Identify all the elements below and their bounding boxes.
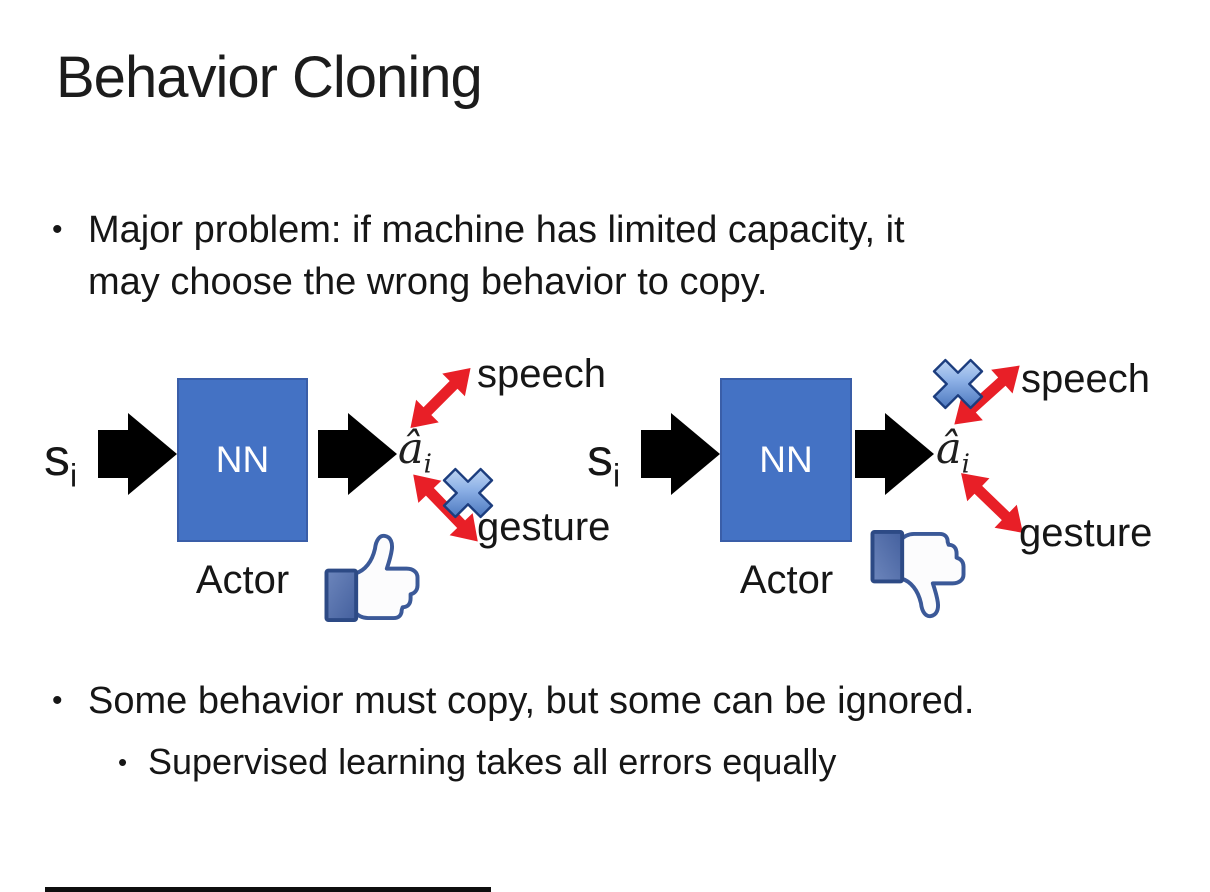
bullet-text: Major problem: if machine has limited ca… bbox=[88, 204, 905, 308]
block-arrow-icon bbox=[641, 413, 720, 495]
bullet-marker: • bbox=[52, 213, 63, 246]
block-arrow-icon bbox=[318, 413, 397, 495]
bullet-marker: • bbox=[52, 684, 63, 717]
speech-label: speech bbox=[1021, 357, 1150, 401]
double-arrow-icon bbox=[961, 473, 1023, 533]
nn-label: NN bbox=[215, 439, 270, 480]
bullet-line-1: Major problem: if machine has limited ca… bbox=[88, 209, 905, 251]
bullet-supervised-learning: • Supervised learning takes all errors e… bbox=[118, 738, 836, 786]
cross-out-icon bbox=[926, 352, 990, 416]
thumbs-up-icon bbox=[324, 533, 420, 623]
input-state-label: si bbox=[44, 429, 78, 494]
nn-box: NN bbox=[177, 378, 308, 542]
actor-label: Actor bbox=[739, 558, 834, 602]
bullet-major-problem: • Major problem: if machine has limited … bbox=[52, 204, 905, 308]
bullet-text: Some behavior must copy, but some can be… bbox=[88, 680, 975, 722]
block-arrow-icon bbox=[98, 413, 177, 495]
double-arrow-icon bbox=[954, 365, 1020, 425]
block-arrow-icon bbox=[855, 413, 934, 495]
nn-box: NN bbox=[720, 378, 852, 542]
output-action-label: âi bbox=[398, 424, 432, 480]
nn-label: NN bbox=[759, 439, 813, 480]
bottom-partial-rule bbox=[45, 887, 491, 892]
speech-label: speech bbox=[477, 352, 606, 396]
thumbs-down-icon bbox=[870, 529, 966, 619]
bullet-some-behavior: • Some behavior must copy, but some can … bbox=[52, 676, 974, 726]
actor-label: Actor bbox=[195, 558, 290, 602]
bullet-line-2: may choose the wrong behavior to copy. bbox=[88, 261, 768, 303]
input-state-label: si bbox=[587, 429, 621, 494]
bullet-text: Supervised learning takes all errors equ… bbox=[148, 741, 837, 782]
output-action-label: âi bbox=[936, 424, 970, 480]
gesture-label: gesture bbox=[1019, 511, 1153, 555]
slide-title: Behavior Cloning bbox=[56, 45, 483, 110]
gesture-label: gesture bbox=[477, 505, 611, 549]
bullet-marker: • bbox=[118, 747, 128, 777]
double-arrow-icon bbox=[410, 367, 471, 429]
